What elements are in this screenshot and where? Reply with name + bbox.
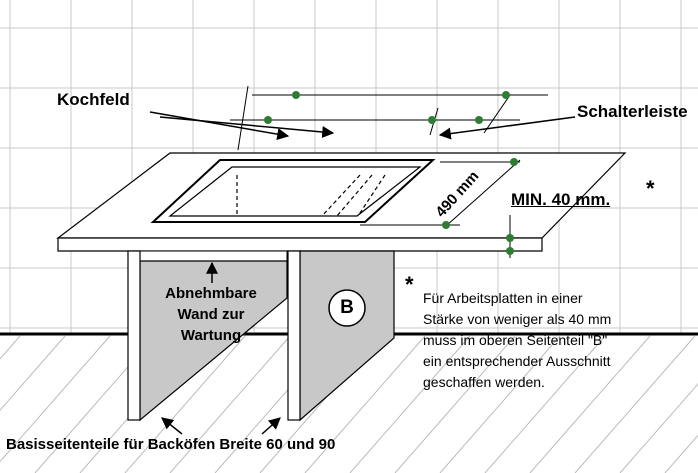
b-marker-circle	[328, 289, 366, 327]
dimension-dot	[510, 158, 518, 166]
dimension-dot	[506, 234, 514, 242]
floor-hatch-line	[619, 383, 698, 473]
floor-hatch-line	[484, 335, 606, 473]
base-panels-label: Basisseitenteile für Backöfen Breite 60 …	[6, 436, 336, 453]
footnote-text: Für Arbeitsplatten in einer Stärke von w…	[423, 290, 612, 390]
floor-hatch-line	[664, 434, 698, 473]
floor-hatch-line	[439, 335, 561, 473]
removable-wall	[139, 250, 288, 262]
floor-hatch-line	[0, 335, 66, 411]
hob-cutout	[150, 159, 436, 223]
floor-hatch-line	[0, 335, 111, 463]
dimension-dot	[292, 91, 300, 99]
hob-label: Kochfeld	[57, 90, 130, 109]
left-side-panel	[127, 250, 288, 422]
dimension-dots	[264, 91, 518, 255]
floor-hatch-line	[124, 335, 246, 473]
floor-hatch-line	[394, 335, 516, 473]
leader-arrows	[149, 111, 576, 435]
dimension-dot	[475, 116, 483, 124]
floor-hatch-line	[529, 335, 651, 473]
floor-hatch-line	[169, 335, 291, 473]
dimension-dot	[502, 91, 510, 99]
floor-hatch-line	[574, 335, 696, 473]
asterisk-mark-1: *	[646, 176, 655, 201]
asterisk-mark-2: *	[405, 272, 414, 297]
dimension-dot	[506, 247, 514, 255]
control-strip-label: Schalterleiste	[577, 102, 688, 121]
min-thickness-label: MIN. 40 mm.	[511, 190, 611, 209]
floor-hatch-line	[304, 335, 426, 473]
dimension-dot	[264, 116, 272, 124]
floor-hatch-line	[349, 335, 471, 473]
dimension-dot	[442, 221, 450, 229]
removable-wall-label: Abnehmbare Wand zur Wartung	[165, 285, 257, 344]
side-panel-b-label: B	[340, 297, 354, 318]
dimension-dot	[428, 116, 436, 124]
right-side-panel	[287, 250, 395, 422]
